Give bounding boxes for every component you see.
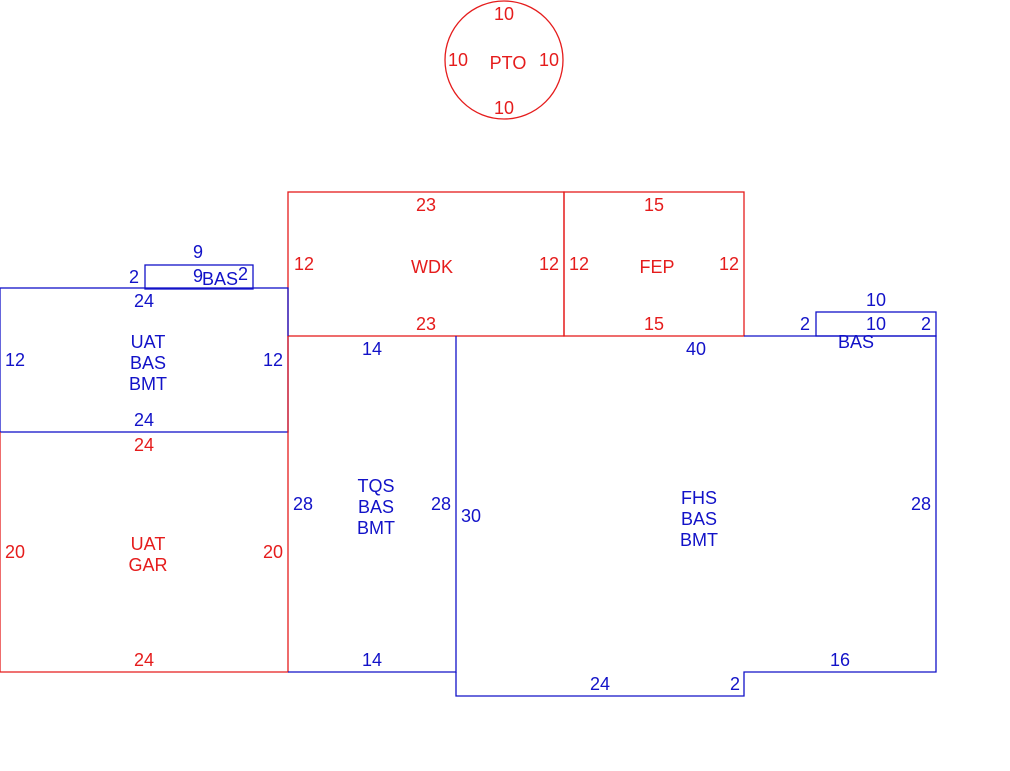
- pto-bottom-dimension: 10: [494, 98, 514, 118]
- uat-gar-bottom-dimension: 24: [134, 650, 154, 670]
- tqs-right-dimension: 28: [431, 494, 451, 514]
- small-bas-right-right-dimension: 2: [921, 314, 931, 334]
- small-bas-right-label: BAS: [838, 332, 874, 352]
- small-bas-left-label: BAS: [202, 269, 238, 289]
- tqs-label-line3: BMT: [357, 518, 395, 538]
- fep-label: FEP: [639, 257, 674, 277]
- small-bas-right-area: 10 2 10 2 BAS: [800, 290, 937, 352]
- fep-top-dimension: 15: [644, 195, 664, 215]
- uat-bas-label-line2: BAS: [130, 353, 166, 373]
- uat-bas-right-dimension: 12: [263, 350, 283, 370]
- fep-bottom-dimension: 15: [644, 314, 664, 334]
- pto-left-dimension: 10: [448, 50, 468, 70]
- small-bas-right-outline: [815, 311, 937, 337]
- fhs-label-line3: BMT: [680, 530, 718, 550]
- small-bas-right-top-dimension: 10: [866, 290, 886, 310]
- tqs-label-line2: BAS: [358, 497, 394, 517]
- pto-label: PTO: [490, 53, 527, 73]
- small-bas-left-area: 9 2 9 BAS 2: [129, 242, 254, 290]
- tqs-left-dimension: 28: [293, 494, 313, 514]
- tqs-bottom-dimension: 14: [362, 650, 382, 670]
- uat-gar-label-line1: UAT: [131, 534, 166, 554]
- pto-area: 10 10 PTO 10 10: [444, 0, 564, 120]
- tqs-label-line1: TQS: [357, 476, 394, 496]
- wdk-top-dimension: 23: [416, 195, 436, 215]
- fhs-left-dimension: 30: [461, 506, 481, 526]
- wdk-right-dimension: 12: [539, 254, 559, 274]
- uat-bas-top-dimension: 24: [134, 291, 154, 311]
- fhs-right-dimension: 28: [911, 494, 931, 514]
- pto-top-dimension: 10: [494, 4, 514, 24]
- uat-gar-area: 24 20 UAT GAR 20 24: [0, 336, 289, 673]
- wdk-area: 23 12 WDK 12 23: [287, 191, 565, 337]
- small-bas-right-left-dimension: 2: [800, 314, 810, 334]
- uat-bas-bottom-dimension: 24: [134, 410, 154, 430]
- small-bas-left-inner-dimension: 9: [193, 266, 203, 286]
- uat-gar-right-dimension: 20: [263, 542, 283, 562]
- fep-right-dimension: 12: [719, 254, 739, 274]
- small-bas-left-outline: [144, 264, 254, 290]
- wdk-left-dimension: 12: [294, 254, 314, 274]
- tqs-area: 14 28 TQS BAS BMT 28 14: [288, 336, 457, 673]
- uat-bas-left-dimension: 12: [5, 350, 25, 370]
- fhs-label-line1: FHS: [681, 488, 717, 508]
- fhs-area: 40 30 FHS BAS BMT 28 24 2 16: [455, 335, 937, 697]
- uat-bas-label-line1: UAT: [131, 332, 166, 352]
- wdk-label: WDK: [411, 257, 453, 277]
- fep-outline: [563, 191, 745, 337]
- small-bas-left-right-dimension: 2: [238, 264, 248, 284]
- fhs-top-dimension: 40: [686, 339, 706, 359]
- pto-right-dimension: 10: [539, 50, 559, 70]
- fep-area: 15 12 FEP 12 15: [563, 191, 745, 337]
- uat-bas-area: 24 12 UAT BAS BMT 12 24: [0, 287, 289, 433]
- uat-gar-top-dimension: 24: [134, 435, 154, 455]
- fhs-bottom-right-dimension: 16: [830, 650, 850, 670]
- fhs-bottom-step-dimension: 2: [730, 674, 740, 694]
- tqs-top-dimension: 14: [362, 339, 382, 359]
- small-bas-left-top-dimension: 9: [193, 242, 203, 262]
- uat-gar-label-line2: GAR: [128, 555, 167, 575]
- fhs-label-line2: BAS: [681, 509, 717, 529]
- uat-gar-outline: [0, 336, 289, 673]
- small-bas-right-inner-dimension: 10: [866, 314, 886, 334]
- fep-left-dimension: 12: [569, 254, 589, 274]
- pto-outline: [444, 0, 564, 120]
- wdk-bottom-dimension: 23: [416, 314, 436, 334]
- fhs-bottom-left-dimension: 24: [590, 674, 610, 694]
- small-bas-left-left-dimension: 2: [129, 267, 139, 287]
- uat-bas-label-line3: BMT: [129, 374, 167, 394]
- uat-gar-left-dimension: 20: [5, 542, 25, 562]
